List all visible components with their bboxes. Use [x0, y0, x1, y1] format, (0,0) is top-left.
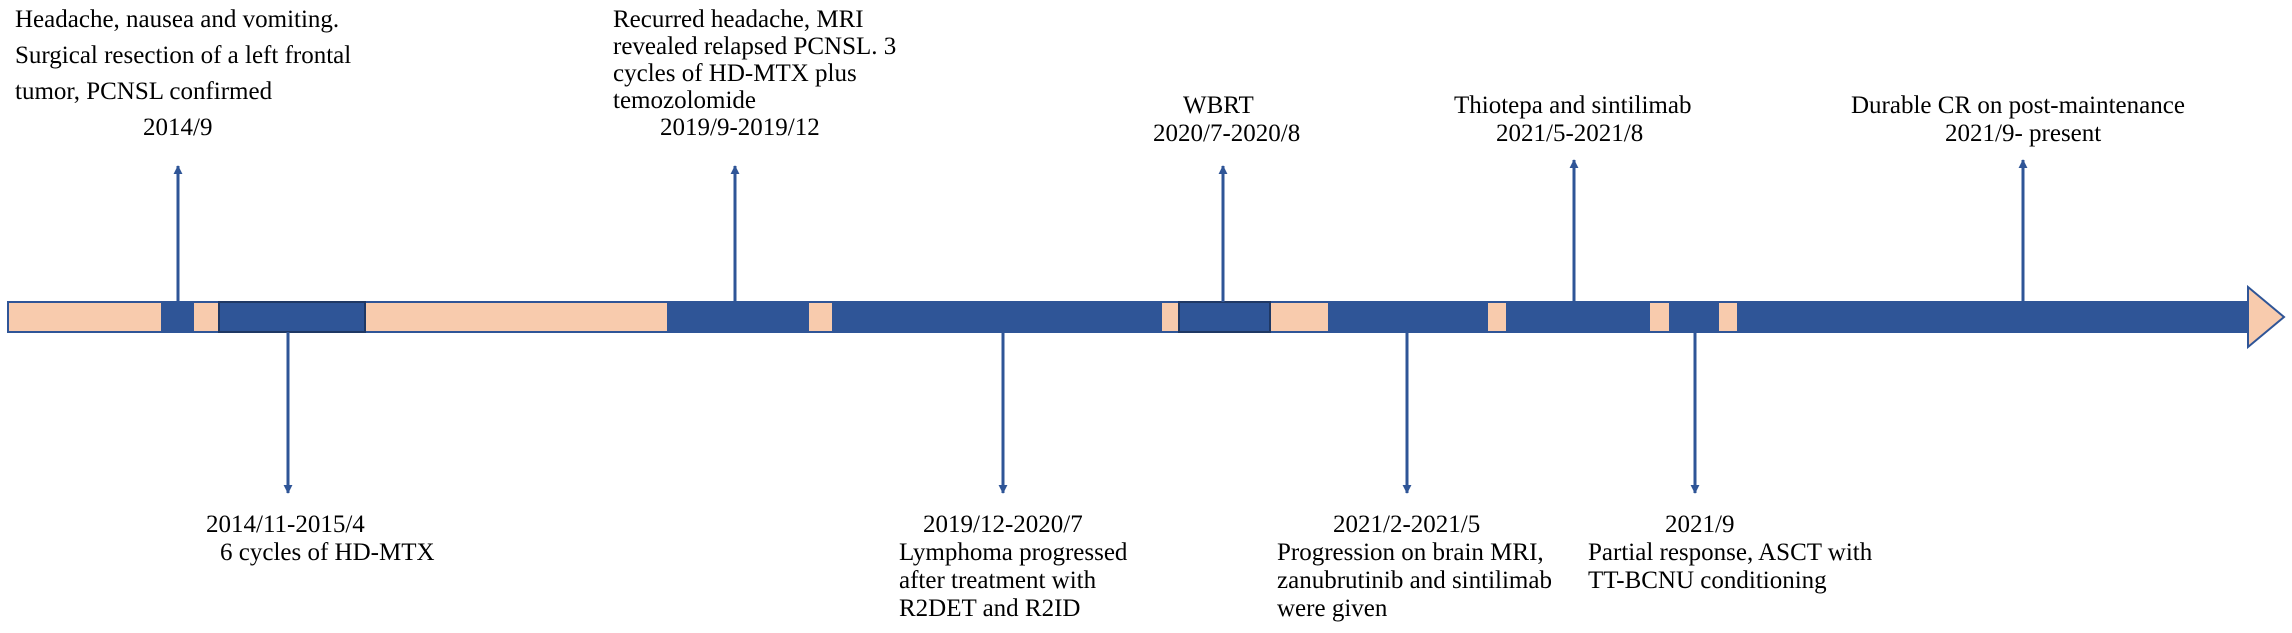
- event-label-2021-2: 2021/2-2021/5 Progression on brain MRI, …: [1277, 511, 1558, 622]
- event-label-2020-7: WBRT 2020/7-2020/8: [1153, 92, 1300, 147]
- timeline-arrowhead: [2247, 284, 2286, 350]
- event-label-2019-9: Recurred headache, MRI revealed relapsed…: [613, 6, 903, 141]
- event-label-2021-5: Thiotepa and sintilimab 2021/5-2021/8: [1454, 92, 1698, 147]
- segment-2019-12: [832, 302, 1162, 332]
- event-label-2019-12: 2019/12-2020/7 Lymphoma progressed after…: [899, 511, 1134, 622]
- event-label-2014-9: Headache, nausea and vomiting. Surgical …: [15, 6, 357, 141]
- segment-2019-9: [667, 302, 809, 332]
- event-label-2014-11: 2014/11-2015/4 6 cycles of HD-MTX: [206, 511, 435, 566]
- segment-2014-11: [218, 301, 366, 333]
- event-label-2021-9a: 2021/9 Partial response, ASCT with TT-BC…: [1588, 511, 1879, 594]
- segment-2021-5: [1506, 302, 1650, 332]
- segment-2021-2: [1328, 302, 1488, 332]
- event-label-2021-9b: Durable CR on post-maintenance 2021/9- p…: [1851, 92, 2191, 147]
- segment-2021-9a: [1669, 302, 1719, 332]
- segment-2014-9: [161, 302, 194, 332]
- segment-2020-7: [1178, 301, 1271, 333]
- segment-2021-9b: [1737, 302, 2248, 332]
